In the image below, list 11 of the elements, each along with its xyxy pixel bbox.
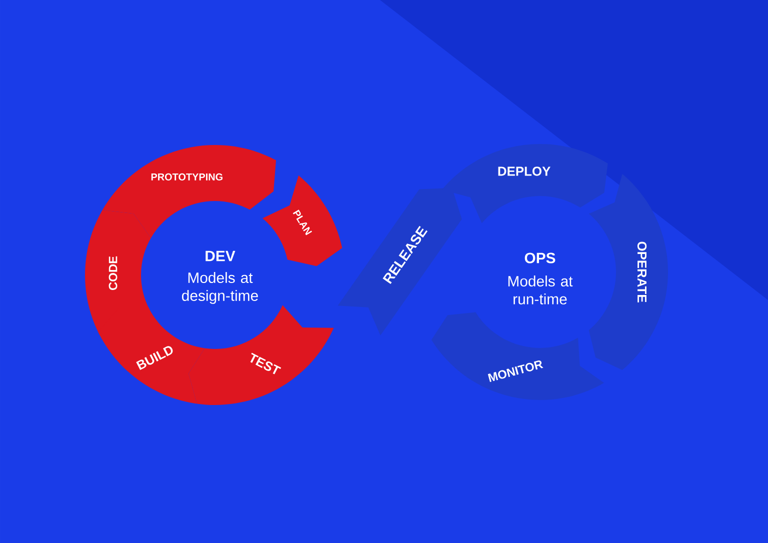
node-label: CODE	[108, 256, 118, 290]
arrow-segment: CODE	[85, 210, 151, 336]
node-label: TEST	[250, 352, 282, 374]
center-label: Models at design-time	[182, 272, 258, 304]
arrow-segment: DEPLOY	[442, 144, 608, 224]
arrow-segment: TEST	[188, 305, 334, 405]
arrow-segment: PROTOTYPING	[102, 145, 276, 238]
arrow-segment: OPERATE	[588, 174, 668, 370]
center-label: OPS	[524, 252, 556, 264]
center-label: Models at run-time	[508, 276, 573, 304]
center-label: DEV	[206, 250, 236, 262]
